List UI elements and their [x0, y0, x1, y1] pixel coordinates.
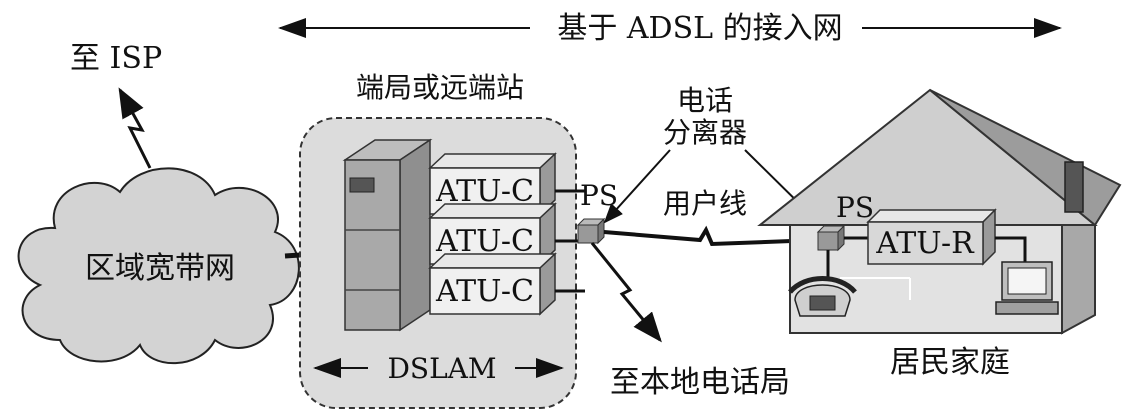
atu-r-label: ATU-R: [875, 226, 975, 261]
diagram-title: 基于 ADSL 的接入网: [557, 11, 842, 46]
atu-c-label: ATU-C: [435, 274, 534, 309]
computer-icon: [995, 261, 1059, 315]
atu-c-label: ATU-C: [435, 174, 534, 209]
to-local-office-label: 至本地电话局: [610, 365, 790, 400]
subscriber-line: [603, 225, 819, 247]
atu-c-module-3: ATU-C: [428, 252, 557, 316]
atu-c-module-2: ATU-C: [428, 202, 557, 266]
splitter-label-line1: 电话: [677, 84, 733, 117]
dslam-label: DSLAM: [387, 352, 496, 385]
ps-home-splitter: [816, 224, 846, 252]
local-office-lightning: [590, 242, 662, 343]
splitter-pointer-left: [603, 149, 671, 224]
dslam-rack: [342, 138, 433, 332]
telephone-icon: [788, 276, 857, 317]
atu-r-modem: ATU-R: [866, 208, 997, 266]
regional-network-label: 区域宽带网: [85, 251, 235, 286]
atu-c-label: ATU-C: [435, 224, 534, 259]
residence-label: 居民家庭: [890, 345, 1010, 380]
ps-office-splitter: [576, 217, 606, 245]
splitter-label-line2: 分离器: [663, 116, 747, 149]
ps-office-label: PS: [580, 179, 618, 212]
to-isp-label: 至 ISP: [70, 41, 162, 76]
isp-lightning-link: [118, 87, 152, 169]
regional-network-cloud: [17, 167, 300, 365]
office-label: 端局或远端站: [356, 71, 524, 104]
chimney: [1064, 161, 1084, 213]
user-line-label: 用户线: [663, 187, 747, 220]
ps-home-label: PS: [836, 191, 874, 224]
atur-computer-link: [995, 236, 1027, 262]
